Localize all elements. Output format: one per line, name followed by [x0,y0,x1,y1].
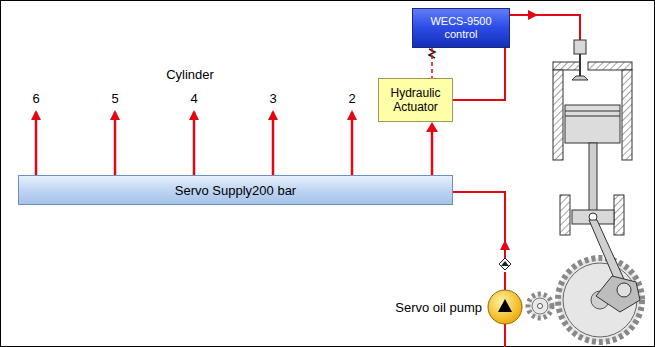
cylinder-number: 5 [111,91,118,106]
arrow-head [426,122,438,132]
cylinder-liner [553,62,632,235]
cylinder-number: 3 [269,91,276,106]
cylinder-number: 4 [190,91,197,106]
check-valve [499,258,511,270]
node-text: Servo Supply200 bar [175,183,296,198]
supply-bar: Servo Supply200 bar [18,175,453,205]
group-label: Cylinder [166,67,214,82]
cylinder-number: 2 [348,91,355,106]
connecting-rod [589,220,640,312]
connector [431,131,434,175]
exhaust-valve [572,40,588,80]
piston [565,105,620,224]
pump-label: Servo oil pump [395,300,482,315]
cylinder-number: 6 [32,91,39,106]
node-text: Hydraulic Actuator [385,86,447,114]
gear-train [528,258,642,342]
connector [431,48,433,78]
control-box: WECS-9500 control [412,8,510,48]
pump-symbol [488,290,522,324]
node-text: WECS-9500 control [425,15,497,41]
actuator-box: Hydraulic Actuator [378,78,453,122]
pump-supply-pipe [453,192,505,347]
cylinder-supply-arrows [36,112,352,175]
